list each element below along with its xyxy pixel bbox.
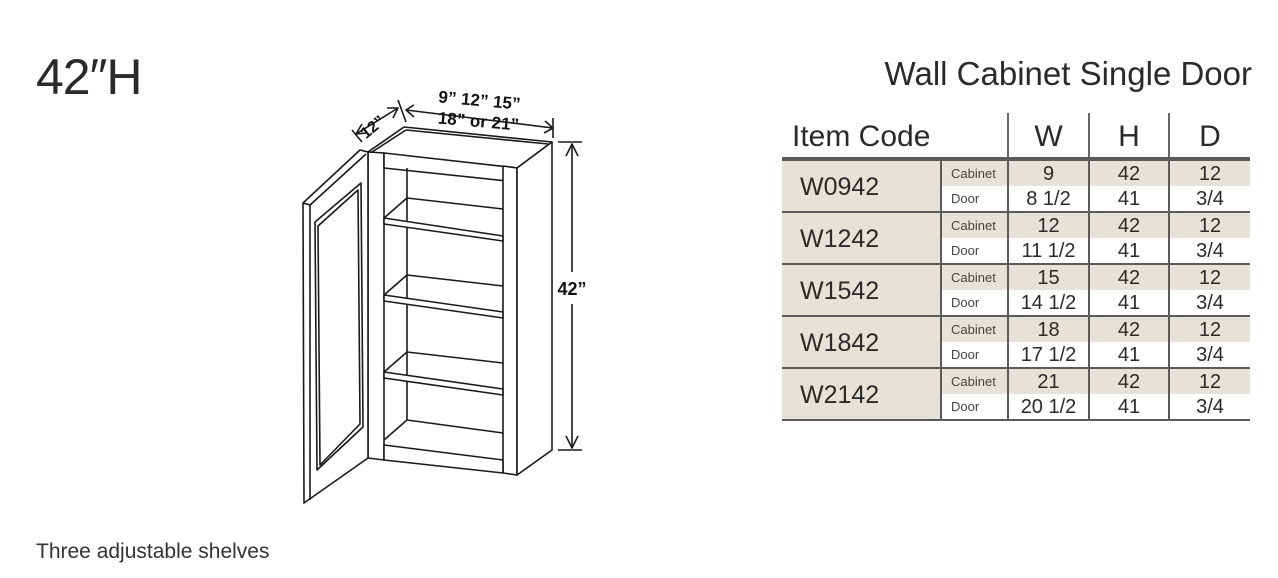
cabinet-width: 18 — [1037, 319, 1060, 341]
table-row: W2142 Cabinet 21 42 12 Door 20 1/2 41 3/… — [782, 369, 1250, 421]
door-width: 20 1/2 — [1020, 396, 1077, 418]
shelves-note: Three adjustable shelves — [36, 540, 270, 563]
door-height: 41 — [1117, 292, 1141, 314]
column-divider — [1168, 369, 1170, 419]
door-width: 14 1/2 — [1020, 292, 1077, 314]
door-depth: 3/4 — [1196, 344, 1224, 366]
header-divider — [1088, 113, 1090, 157]
cabinet-subrow: Cabinet 9 42 12 — [941, 161, 1250, 186]
door-subrow: Door 8 1/2 41 3/4 — [941, 186, 1250, 211]
cabinet-label: Cabinet — [951, 322, 996, 337]
door-subrow: Door 14 1/2 41 3/4 — [941, 290, 1250, 315]
cabinet-label: Cabinet — [951, 218, 996, 233]
cabinet-height: 42 — [1117, 267, 1141, 289]
door-width: 17 1/2 — [1020, 344, 1077, 366]
column-divider — [1088, 369, 1090, 419]
cabinet-subrow: Cabinet 21 42 12 — [941, 369, 1250, 394]
column-divider — [1007, 161, 1009, 211]
column-divider — [940, 369, 942, 419]
specification-table: Item Code W H D W0942 Cabinet 9 42 12 Do… — [782, 113, 1250, 421]
cabinet-depth: 12 — [1198, 163, 1222, 185]
door-subrow: Door 17 1/2 41 3/4 — [941, 342, 1250, 367]
header-rule — [782, 157, 1250, 161]
cabinet-height: 42 — [1117, 215, 1141, 237]
item-code: W0942 — [782, 161, 940, 211]
door-width: 8 1/2 — [1026, 188, 1071, 210]
column-divider — [1007, 213, 1009, 263]
door-label: Door — [951, 347, 980, 362]
cabinet-subrow: Cabinet 18 42 12 — [941, 317, 1250, 342]
item-code: W1542 — [782, 265, 940, 315]
cabinet-width: 12 — [1037, 215, 1060, 237]
cabinet-label: Cabinet — [951, 270, 996, 285]
door-height: 41 — [1117, 188, 1141, 210]
column-divider — [940, 161, 942, 211]
column-divider — [1007, 369, 1009, 419]
header-item-code: Item Code — [792, 120, 931, 153]
column-divider — [1088, 161, 1090, 211]
cabinet-width: 9 — [1042, 163, 1055, 185]
item-code: W2142 — [782, 369, 940, 419]
column-divider — [1088, 213, 1090, 263]
door-width: 11 1/2 — [1021, 240, 1076, 262]
door-height: 41 — [1117, 240, 1141, 262]
cabinet-height-heading: 42″H — [36, 49, 142, 105]
header-width: W — [1034, 120, 1063, 153]
item-code: W1842 — [782, 317, 940, 367]
door-subrow: Door 20 1/2 41 3/4 — [941, 394, 1250, 419]
door-label: Door — [951, 243, 980, 258]
table-row: W0942 Cabinet 9 42 12 Door 8 1/2 41 3/4 — [782, 161, 1250, 213]
column-divider — [1168, 265, 1170, 315]
cabinet-width: 15 — [1037, 267, 1060, 289]
column-divider — [1168, 213, 1170, 263]
cabinet-subrow: Cabinet 15 42 12 — [941, 265, 1250, 290]
table-row: W1842 Cabinet 18 42 12 Door 17 1/2 41 3/… — [782, 317, 1250, 369]
cabinet-height: 42 — [1117, 319, 1141, 341]
cabinet-height: 42 — [1117, 371, 1141, 393]
header-depth: D — [1199, 120, 1221, 153]
table-row: W1242 Cabinet 12 42 12 Door 11 1/2 41 3/… — [782, 213, 1250, 265]
door-depth: 3/4 — [1196, 396, 1224, 418]
door-height: 41 — [1117, 396, 1141, 418]
cabinet-label: Cabinet — [951, 166, 996, 181]
column-divider — [1007, 265, 1009, 315]
door-height: 41 — [1117, 344, 1141, 366]
header-divider — [1168, 113, 1170, 157]
door-depth: 3/4 — [1196, 292, 1224, 314]
column-divider — [1088, 265, 1090, 315]
product-title: Wall Cabinet Single Door — [884, 55, 1252, 92]
item-code: W1242 — [782, 213, 940, 263]
cabinet-depth: 12 — [1198, 215, 1222, 237]
door-label: Door — [951, 295, 980, 310]
door-label: Door — [951, 399, 980, 414]
cabinet-subrow: Cabinet 12 42 12 — [941, 213, 1250, 238]
column-divider — [1088, 317, 1090, 367]
cabinet-width: 21 — [1037, 371, 1060, 393]
table-header: Item Code W H D — [782, 113, 1250, 157]
column-divider — [1007, 317, 1009, 367]
cabinet-depth: 12 — [1198, 319, 1222, 341]
cabinet-label: Cabinet — [951, 374, 996, 389]
door-depth: 3/4 — [1196, 188, 1224, 210]
door-depth: 3/4 — [1196, 240, 1224, 262]
cabinet-depth: 12 — [1198, 371, 1222, 393]
header-divider — [1007, 113, 1009, 157]
wall-cabinet-drawing: 9” 12” 15” 18” or 21” 12” 42” — [302, 87, 587, 504]
column-divider — [940, 317, 942, 367]
header-height: H — [1118, 120, 1140, 153]
height-dimension-label: 42” — [557, 279, 586, 299]
cabinet-depth: 12 — [1198, 267, 1222, 289]
table-row: W1542 Cabinet 15 42 12 Door 14 1/2 41 3/… — [782, 265, 1250, 317]
column-divider — [940, 265, 942, 315]
column-divider — [1168, 161, 1170, 211]
cabinet-height: 42 — [1117, 163, 1141, 185]
column-divider — [940, 213, 942, 263]
door-label: Door — [951, 191, 980, 206]
door-subrow: Door 11 1/2 41 3/4 — [941, 238, 1250, 263]
column-divider — [1168, 317, 1170, 367]
